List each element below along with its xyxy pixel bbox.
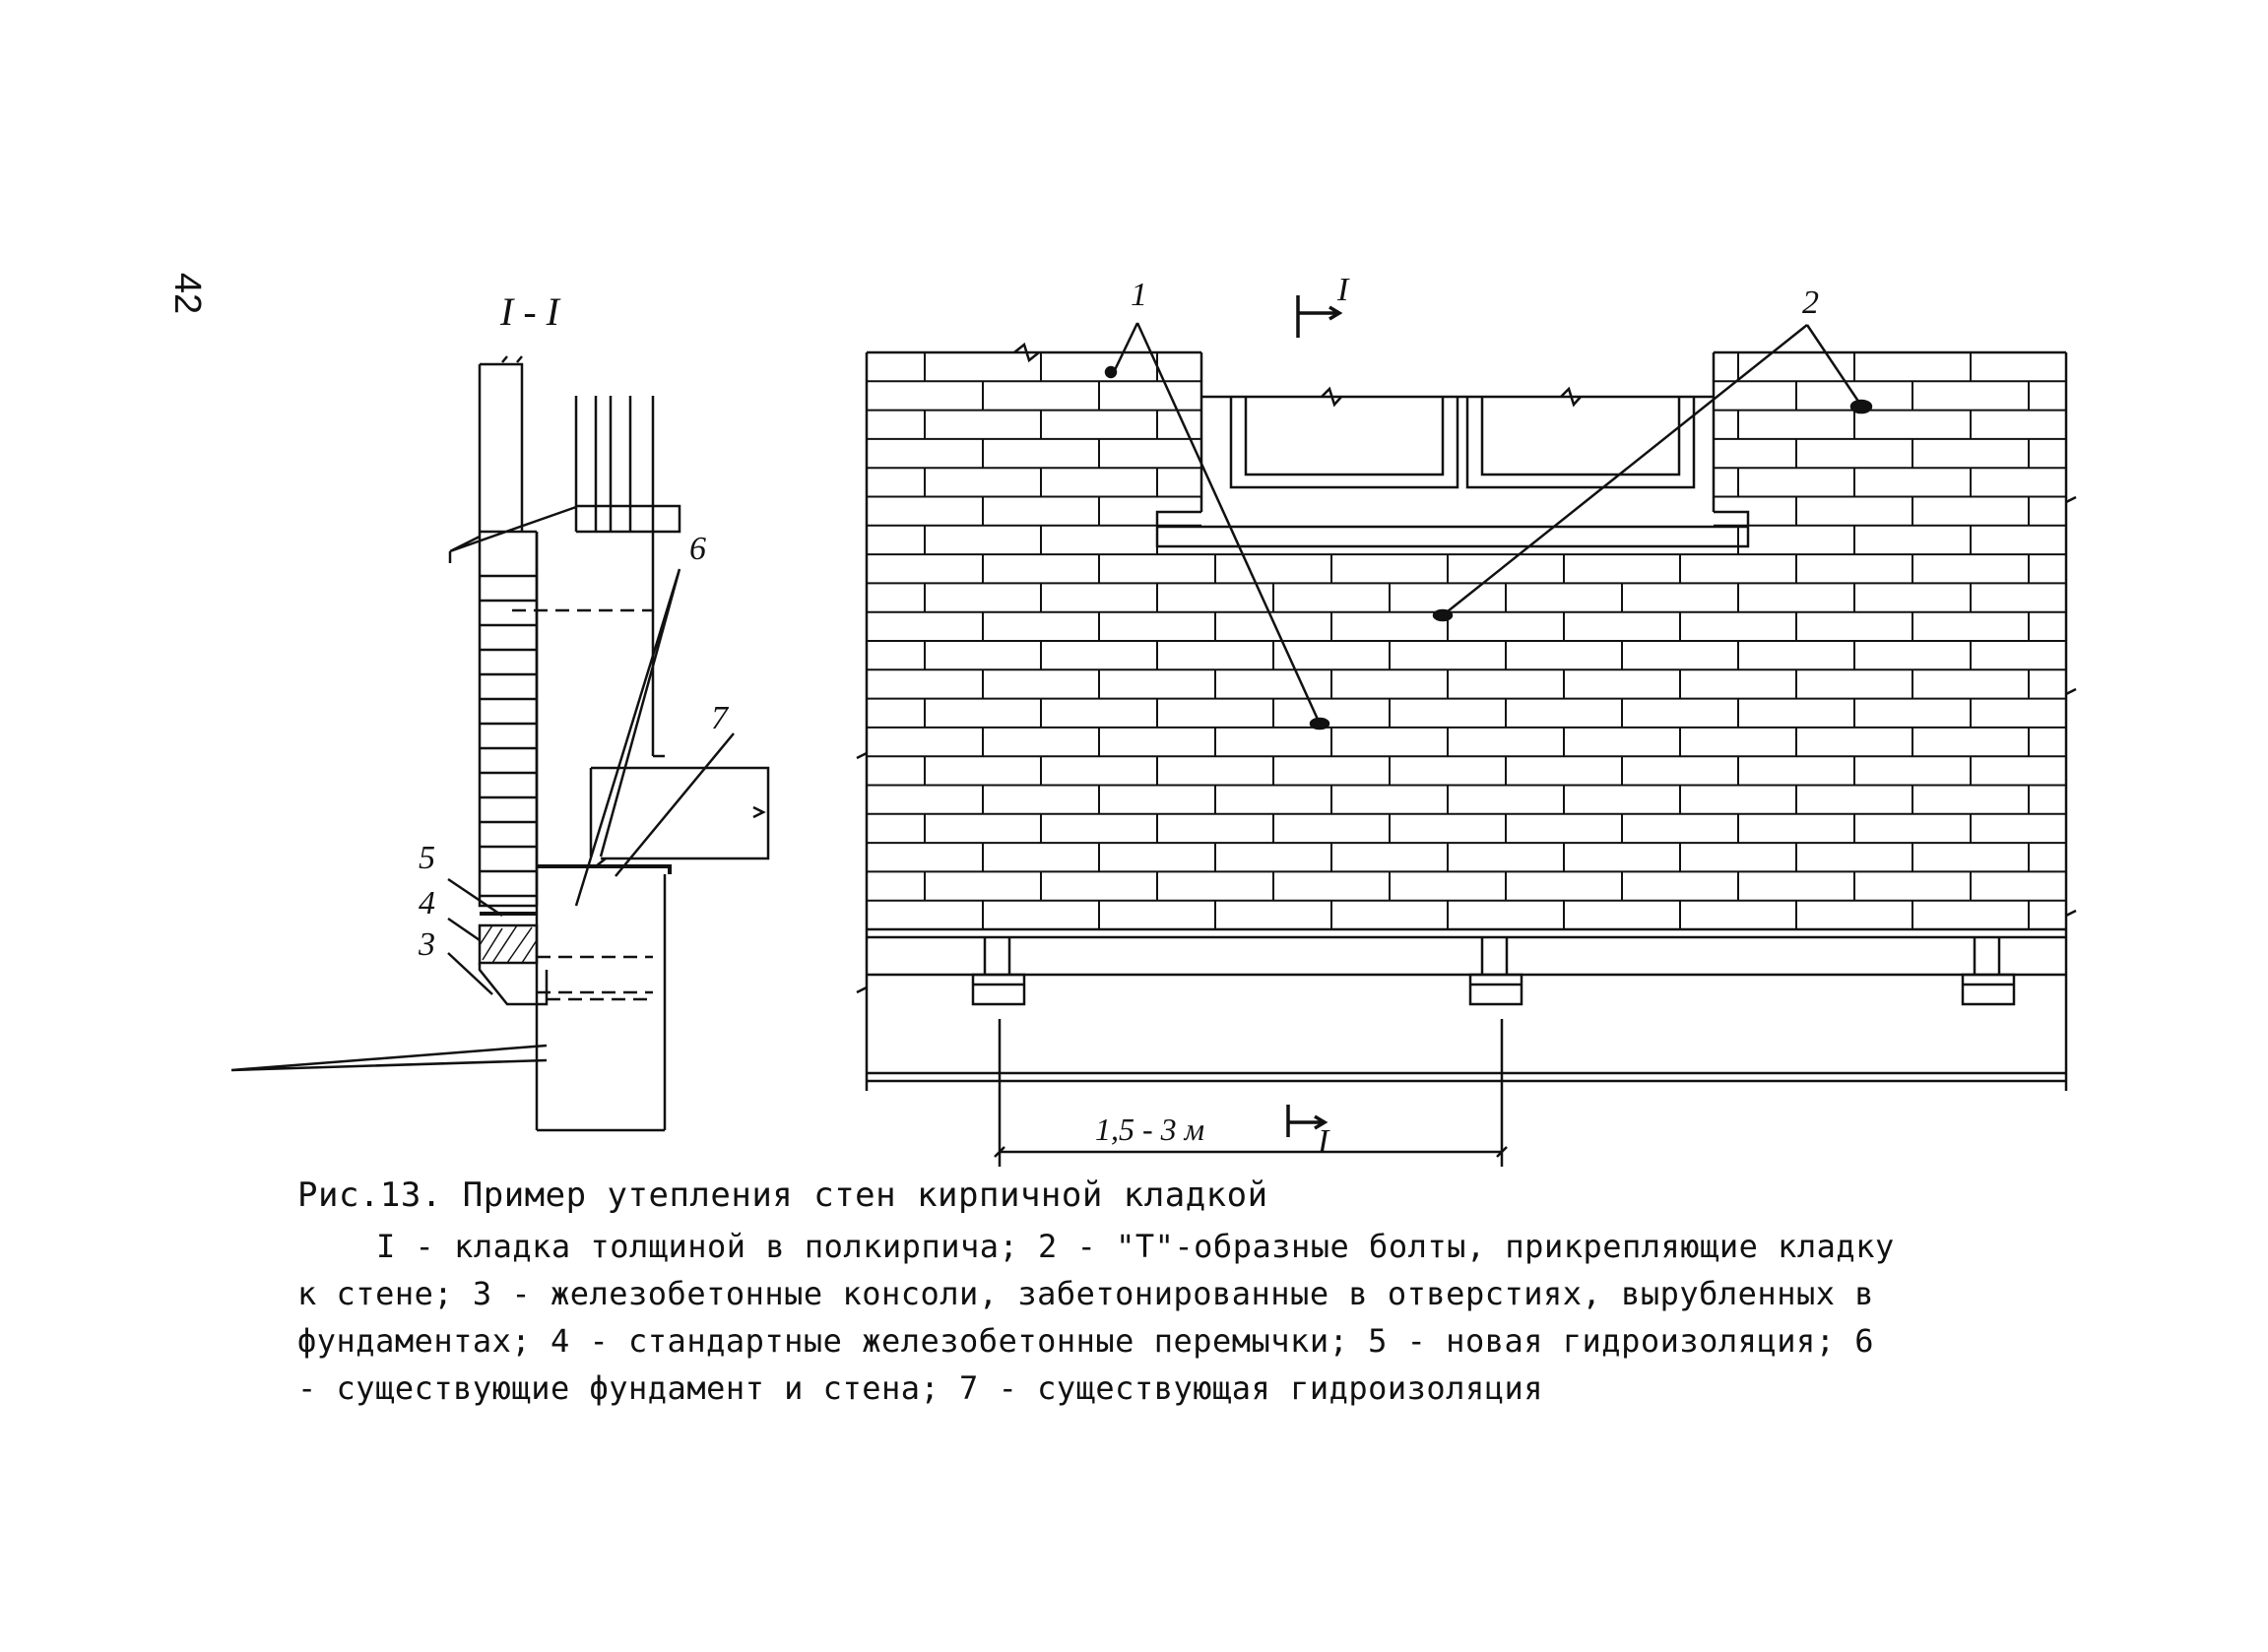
eave-flashing — [448, 505, 577, 563]
caption-title: Рис.13. Пример утепления стен кирпичной … — [297, 1175, 1268, 1215]
break-marks — [856, 342, 2077, 994]
caption-item: 4 - стандартные железобетонные перемычки… — [550, 1322, 1349, 1360]
window-sill — [1155, 510, 1750, 548]
caption-item: 5 - новая гидроизоляция; — [1368, 1322, 1836, 1360]
brick-courses — [867, 352, 2066, 929]
old-waterproofing — [537, 864, 672, 874]
base-band — [867, 927, 2066, 1083]
span-dimension: 1,5 - 3 м — [1095, 1112, 1204, 1147]
caption-item: 6 - существующие фундамент и стена; — [297, 1322, 1875, 1407]
callout-2: 2 — [1802, 285, 1819, 321]
caption-body: I - кладка толщиной в полкирпича; 2 - "Т… — [297, 1223, 1912, 1412]
existing-wall-upper — [574, 396, 655, 532]
bolt-dot — [1309, 717, 1330, 731]
dimension-line — [994, 1019, 1508, 1167]
leader-4 — [447, 917, 481, 942]
caption-item: I - кладка толщиной в полкирпича; — [376, 1228, 1019, 1265]
section-label: I - I — [499, 289, 561, 334]
leader-7 — [615, 732, 735, 877]
elevation-outline — [865, 350, 2068, 1091]
bolt-dot — [1432, 608, 1454, 622]
caption-item: 7 - существующая гидроизоляция — [959, 1369, 1543, 1407]
bolt-dot — [1849, 399, 1873, 414]
callout-6: 6 — [689, 531, 706, 567]
leader-6 — [574, 568, 681, 907]
leader-2 — [1442, 324, 1863, 616]
leader-5 — [447, 877, 503, 918]
callout-3: 3 — [418, 926, 435, 963]
brick-joints — [867, 352, 2066, 929]
floor-slab — [589, 766, 770, 860]
bolt-dot — [1104, 365, 1118, 379]
section-marker-bottom: I — [1317, 1123, 1330, 1160]
elevation-view: 1,5 - 3 м I I 1 2 — [856, 272, 2077, 1167]
section-view: I - I 6 — [230, 289, 770, 1132]
dashed-lines — [512, 608, 653, 1001]
console — [478, 963, 549, 1006]
sill-plate — [576, 504, 681, 534]
existing-wall-outline — [535, 532, 667, 1132]
section-marker-top: I — [1336, 272, 1350, 308]
callout-5: 5 — [419, 840, 435, 876]
section-marker-bottom-line — [1286, 1105, 1328, 1137]
caption-item: 2 - "Т"-образные болты, прикрепляющие кл… — [297, 1228, 1895, 1312]
callout-1: 1 — [1131, 277, 1147, 313]
callout-4: 4 — [419, 885, 435, 921]
leader-3 — [447, 952, 493, 995]
section-brick-veneer — [478, 355, 539, 908]
leader-1 — [1111, 322, 1322, 725]
window-frame — [1229, 397, 1696, 489]
wall-hatch-gap — [595, 858, 607, 867]
lintel-hatched — [478, 923, 539, 965]
console-bracket — [971, 937, 2016, 1006]
callout-7: 7 — [711, 700, 730, 736]
figure-caption: Рис.13. Пример утепления стен кирпичной … — [297, 1172, 1912, 1412]
ground-line — [230, 1044, 548, 1072]
caption-item: 3 - железобетонные консоли, забетонирова… — [297, 1275, 1875, 1360]
section-marker-top-line — [1296, 295, 1343, 338]
